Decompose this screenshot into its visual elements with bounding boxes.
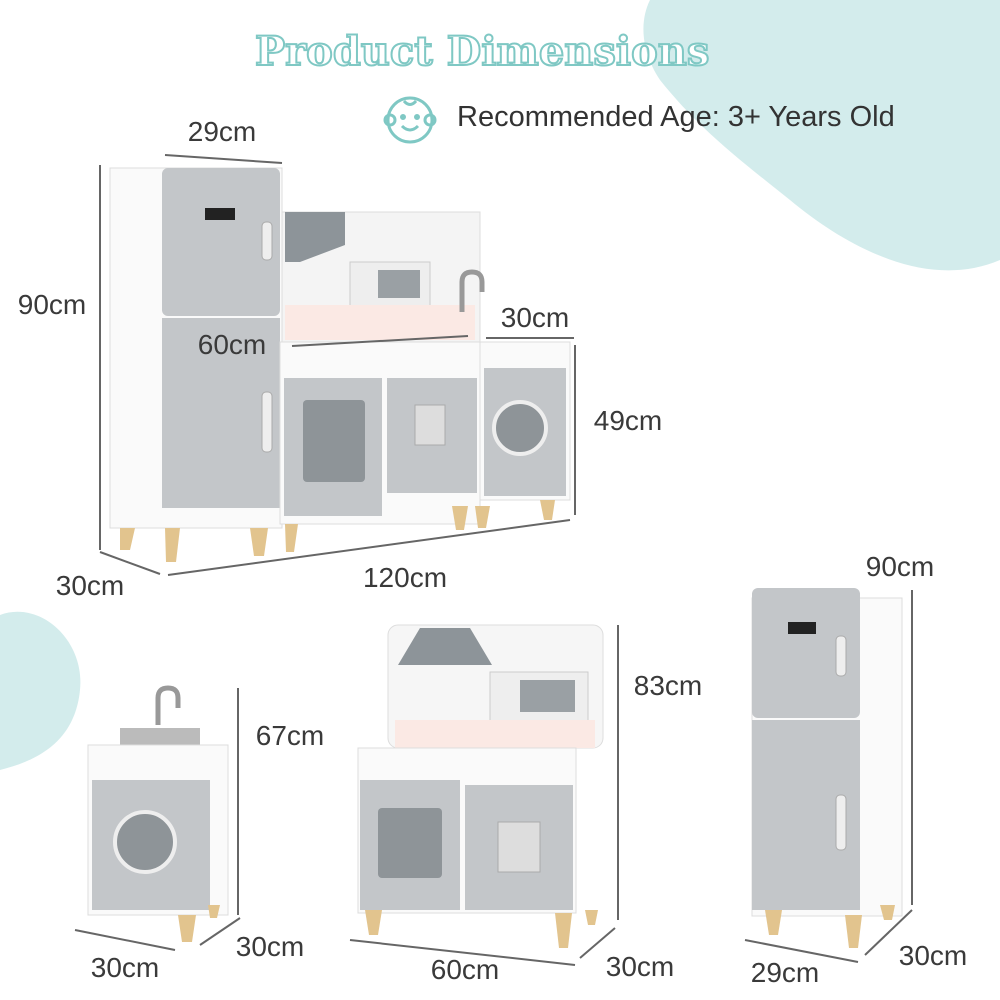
full-kitchen-washer-depth-label: 30cm: [500, 302, 570, 333]
stove-width-label: 60cm: [430, 954, 500, 985]
stove-depth-label: 30cm: [605, 951, 675, 982]
full-kitchen-depth-label: 30cm: [55, 570, 125, 601]
washer-width-label: 30cm: [90, 952, 160, 983]
full-kitchen-fridge-width-label: 29cm: [187, 116, 257, 147]
fridge-depth-label: 30cm: [898, 940, 968, 971]
washer-unit-image: [74, 685, 241, 951]
stove-height-label: 83cm: [633, 670, 703, 701]
stove-unit-image: [349, 624, 619, 966]
full-kitchen-image: [99, 154, 576, 576]
fridge-height-label: 90cm: [865, 551, 935, 582]
full-kitchen-stove-depth-label: 60cm: [197, 329, 267, 360]
washer-height-label: 67cm: [255, 720, 325, 751]
full-kitchen-counter-height-label: 49cm: [593, 405, 663, 436]
washer-depth-label: 30cm: [235, 931, 305, 962]
full-kitchen-width-label: 120cm: [362, 562, 448, 593]
full-kitchen-height-label: 90cm: [17, 289, 87, 320]
baby-face-icon: [383, 96, 437, 144]
page-title: Product Dimensions: [254, 27, 710, 76]
fridge-unit-image: [744, 588, 913, 963]
recommended-age-text: Recommended Age: 3+ Years Old: [457, 101, 895, 133]
background-blob-top-right: [643, 0, 1000, 271]
fridge-width-label: 29cm: [750, 957, 820, 988]
background-blob-left: [0, 611, 81, 770]
